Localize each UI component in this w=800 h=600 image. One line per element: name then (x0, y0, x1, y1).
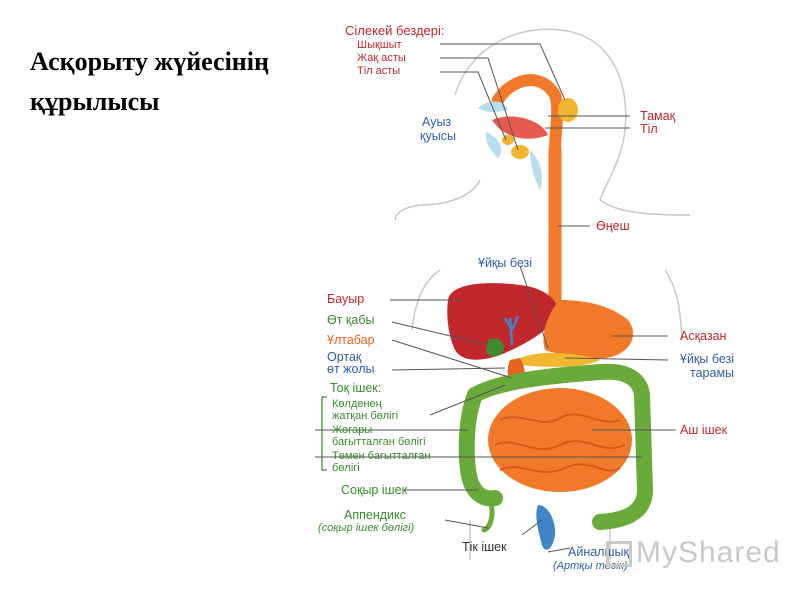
label-ascending-line1: Жоғары (332, 424, 373, 436)
label-pharynx: Тамақ (640, 109, 676, 123)
label-small-intestine: Аш ішек (680, 423, 728, 437)
label-descending-line1: Төмен бағытталған (332, 450, 431, 462)
label-mouth-line1: Ауыз (422, 115, 452, 129)
label-submandibular: Жақ асты (357, 52, 406, 64)
leader-lines (315, 43, 676, 553)
label-salivary-glands: Сілекей бездері: (345, 23, 445, 38)
label-cecum: Соқыр ішек (341, 483, 408, 497)
throat-area (530, 150, 542, 190)
label-pancreatic-duct-line1: Ұйқы безі (680, 352, 735, 366)
label-pancreas: Ұйқы безі (478, 256, 533, 270)
label-descending-line2: бөлігі (332, 462, 360, 474)
label-esophagus: Өңеш (596, 219, 630, 233)
label-appendix-note: (соқыр ішек бөлігі) (318, 522, 415, 534)
large-intestine-shape (458, 363, 654, 530)
label-pancreatic-duct-line2: тарамы (690, 366, 735, 380)
stomach-shape (543, 300, 634, 359)
label-bile-duct-line2: өт жолы (327, 362, 375, 376)
liver-shape (447, 283, 559, 360)
label-appendix: Аппендикс (344, 508, 406, 522)
body-outline (394, 28, 691, 560)
label-rectum: Тік ішек (462, 540, 507, 554)
label-mouth-line2: қуысы (420, 129, 456, 143)
appendix-shape (481, 497, 495, 533)
nasal-cavity (478, 101, 508, 112)
watermark-text: MyShared (636, 536, 781, 569)
gallbladder-shape (486, 338, 505, 357)
label-large-intestine: Тоқ ішек: (330, 381, 382, 395)
bile-ducts (503, 315, 520, 346)
large-intestine-bracket (321, 396, 327, 471)
slide-title: Асқорыту жүйесінің құрылысы (30, 42, 269, 122)
label-gallbladder: Өт қабы (327, 313, 375, 327)
label-parotid: Шықшыт (357, 39, 402, 51)
label-liver: Бауыр (327, 292, 365, 306)
label-bile-duct-line1: Ортақ (327, 350, 362, 364)
label-stomach: Асқазан (680, 329, 727, 343)
label-transverse-line1: Көлденең (332, 398, 382, 410)
title-line-2: құрылысы (30, 87, 160, 116)
small-intestine-shape (488, 388, 632, 492)
label-transverse-line2: жатқан бөлігі (332, 410, 399, 422)
title-line-1: Асқорыту жүйесінің (30, 47, 269, 76)
mouth-area (485, 132, 502, 158)
label-duodenum: Ұлтабар (327, 333, 375, 347)
label-tongue: Тіл (640, 122, 658, 136)
watermark-logo-icon (606, 541, 632, 568)
tongue-shape (492, 116, 548, 139)
pancreas-shape (520, 352, 600, 367)
watermark: MyShared (606, 536, 781, 570)
rectum-shape (536, 505, 556, 550)
label-ascending-line2: бағытталған бөлігі (332, 436, 426, 448)
label-sublingual: Тіл асты (357, 65, 401, 77)
label-anus: Айналшық (568, 545, 629, 559)
